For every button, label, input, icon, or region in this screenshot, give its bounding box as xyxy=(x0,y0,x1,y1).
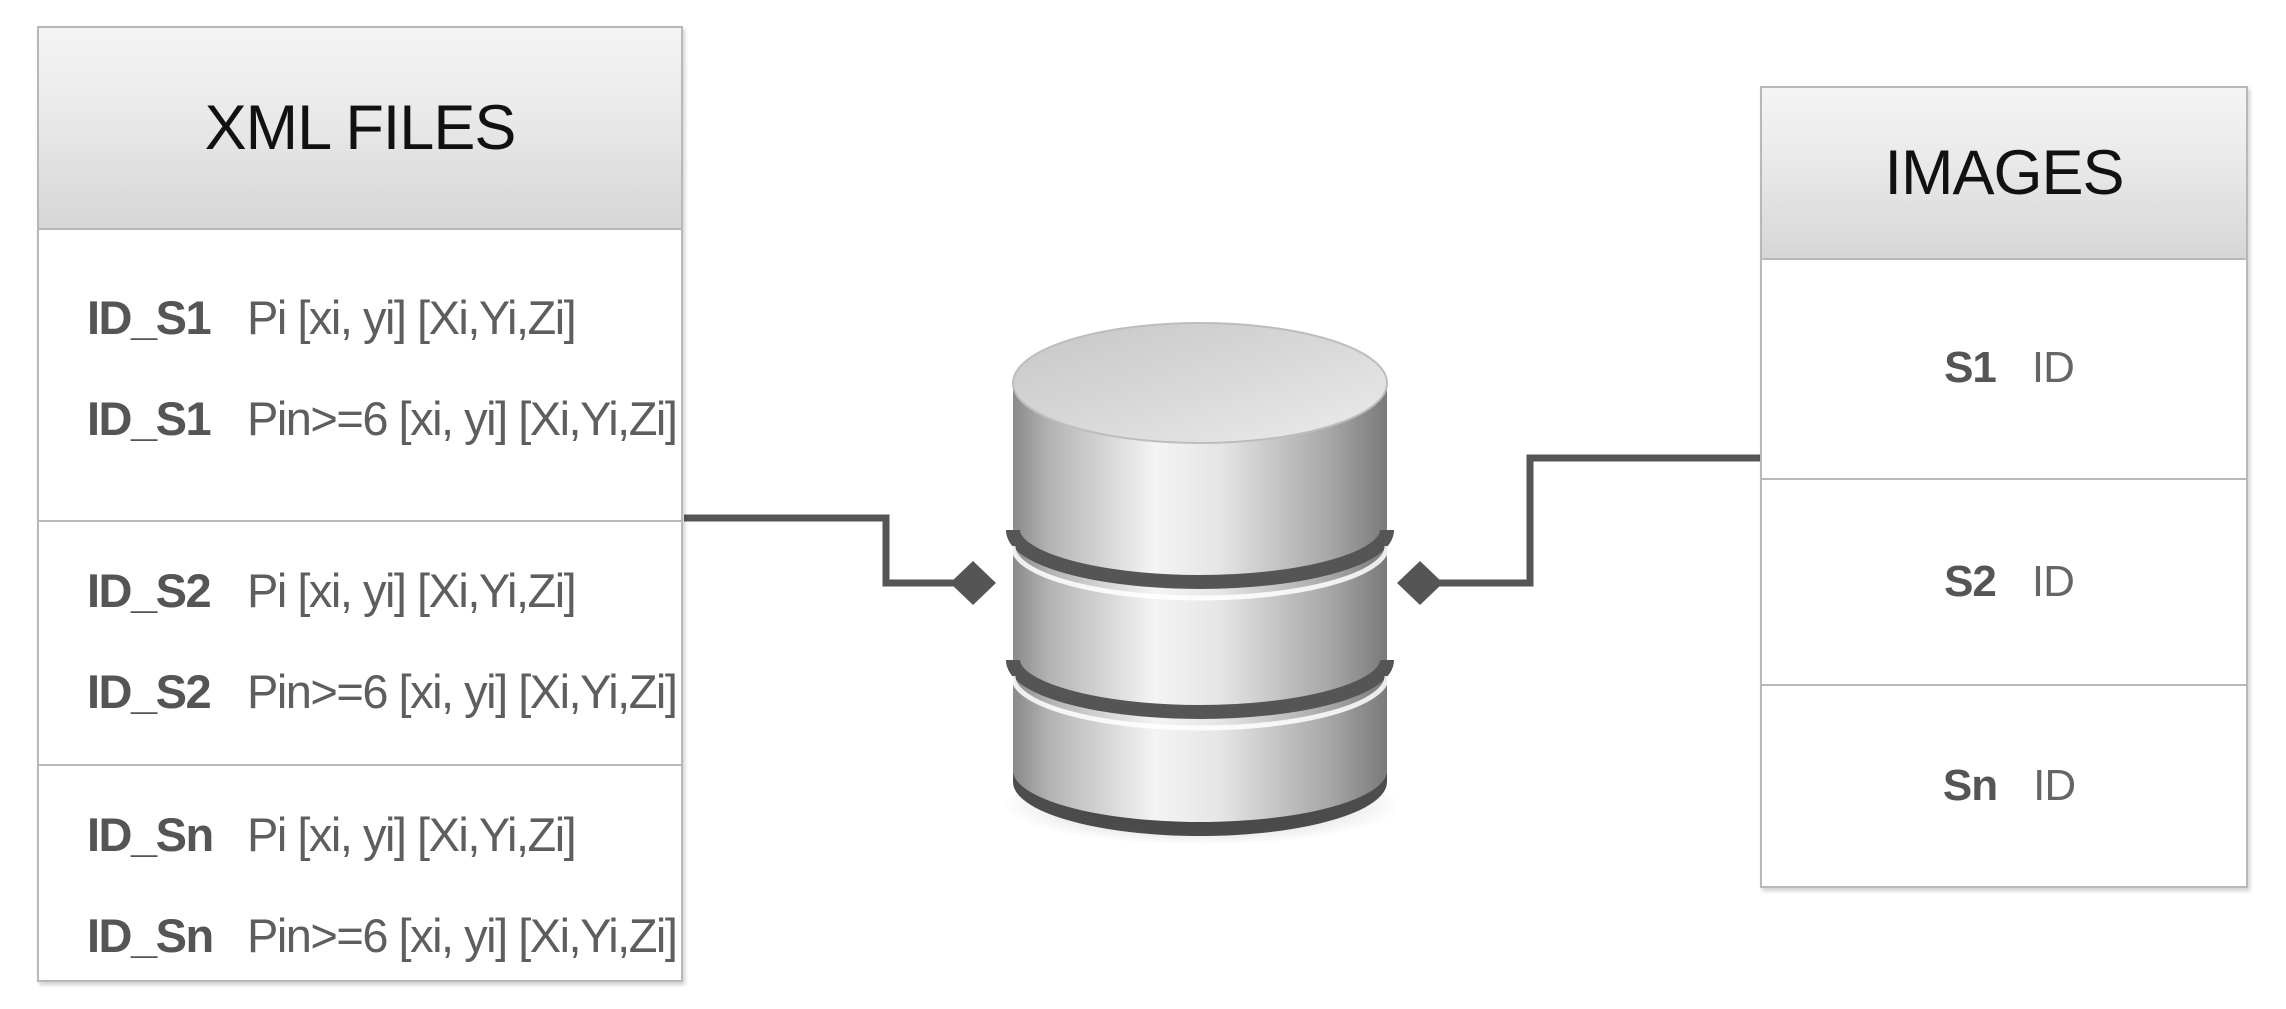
xml-row: ID_S1 Pin>=6 [xi, yi] [Xi,Yi,Zi] xyxy=(87,395,681,442)
images-section-s2: S2 ID xyxy=(1762,478,2246,684)
xml-row-text: Pi [xi, yi] [Xi,Yi,Zi] xyxy=(247,564,577,617)
images-section-sn: Sn ID xyxy=(1762,684,2246,886)
database-icon xyxy=(1002,322,1402,845)
image-set-id: S1 xyxy=(1944,343,1997,392)
xml-row-id: ID_Sn xyxy=(87,909,214,962)
xml-files-title: XML FILES xyxy=(204,93,517,163)
xml-row-text: Pi [xi, yi] [Xi,Yi,Zi] xyxy=(247,808,577,861)
xml-row: ID_Sn Pi [xi, yi] [Xi,Yi,Zi] xyxy=(87,811,681,858)
xml-row: ID_Sn Pin>=6 [xi, yi] [Xi,Yi,Zi] xyxy=(87,912,681,959)
xml-row-text: Pin>=6 [xi, yi] [Xi,Yi,Zi] xyxy=(247,909,678,962)
xml-row: ID_S2 Pi [xi, yi] [Xi,Yi,Zi] xyxy=(87,567,681,614)
images-section-s1: S1 ID xyxy=(1762,258,2246,478)
image-set-text: ID xyxy=(2031,343,2075,392)
image-set-text: ID xyxy=(2033,761,2076,810)
images-title: IMAGES xyxy=(1884,138,2124,208)
diamond-marker-left xyxy=(950,561,996,605)
database-to-images-connector xyxy=(1397,454,1760,605)
xml-files-box: XML FILES ID_S1 Pi [xi, yi] [Xi,Yi,Zi] ID… xyxy=(37,26,683,982)
xml-row: ID_S2 Pin>=6 [xi, yi] [Xi,Yi,Zi] xyxy=(87,668,681,715)
diamond-marker-right xyxy=(1397,561,1443,605)
xml-row-id: ID_S2 xyxy=(87,665,212,718)
image-set-text: ID xyxy=(2031,557,2075,606)
image-set-id: Sn xyxy=(1942,761,1998,810)
xml-row-id: ID_S1 xyxy=(87,392,212,445)
xml-row-id: ID_S2 xyxy=(87,564,212,617)
xml-row-id: ID_Sn xyxy=(87,808,214,861)
xml-row-text: Pi [xi, yi] [Xi,Yi,Zi] xyxy=(247,291,577,344)
xml-files-header: XML FILES xyxy=(39,28,681,230)
xml-row-text: Pin>=6 [xi, yi] [Xi,Yi,Zi] xyxy=(247,665,678,718)
xml-to-database-connector xyxy=(684,514,996,605)
images-header: IMAGES xyxy=(1762,88,2246,260)
images-box: IMAGES S1 ID S2 ID Sn ID xyxy=(1760,86,2248,888)
image-set-id: S2 xyxy=(1944,557,1997,606)
xml-row: ID_S1 Pi [xi, yi] [Xi,Yi,Zi] xyxy=(87,294,681,341)
xml-row-text: Pin>=6 [xi, yi] [Xi,Yi,Zi] xyxy=(247,392,678,445)
xml-row-id: ID_S1 xyxy=(87,291,212,344)
